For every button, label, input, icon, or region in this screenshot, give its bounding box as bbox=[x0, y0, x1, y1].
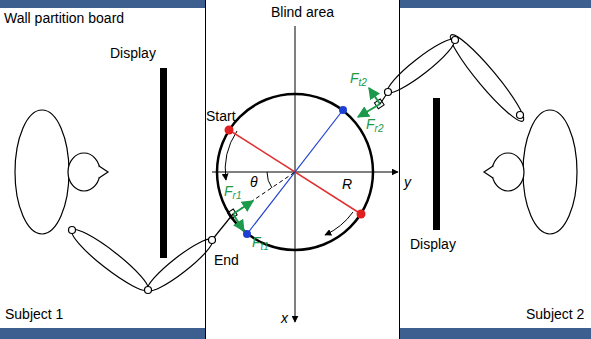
wall-board bbox=[400, 0, 591, 8]
x-axis bbox=[295, 26, 296, 322]
direction-arrow bbox=[325, 212, 353, 235]
hand-dot bbox=[339, 106, 347, 114]
force-label: Ft2 bbox=[350, 70, 367, 86]
display-label: Display bbox=[410, 236, 456, 252]
start-dot bbox=[225, 126, 234, 135]
board-label: Wall partition board bbox=[4, 10, 124, 26]
wall-board bbox=[400, 328, 591, 339]
wall-board bbox=[0, 0, 205, 8]
angle-arc bbox=[267, 172, 272, 188]
start-end-line bbox=[229, 130, 361, 214]
angle-label: θ bbox=[250, 174, 258, 190]
radius-label: R bbox=[342, 176, 352, 192]
force-label: Fr2 bbox=[366, 116, 383, 132]
end-label: End bbox=[214, 252, 239, 268]
subject-label: Subject 1 bbox=[5, 306, 63, 322]
subject-figure bbox=[380, 29, 577, 234]
force-arrow bbox=[233, 201, 253, 214]
axis-label: y bbox=[404, 174, 411, 190]
trajectory-circle bbox=[217, 94, 373, 250]
blind-area: Blind area bbox=[205, 0, 400, 339]
area-title: Blind area bbox=[206, 0, 399, 20]
force-arrow bbox=[358, 104, 380, 117]
axis-label: x bbox=[281, 310, 288, 326]
display-label: Display bbox=[110, 45, 156, 61]
end-dot bbox=[357, 210, 366, 219]
subject-label: Subject 2 bbox=[526, 306, 584, 322]
direction-arrow bbox=[225, 131, 237, 180]
display-bar bbox=[433, 98, 440, 230]
dashed-radius bbox=[233, 172, 295, 214]
subject-figure bbox=[15, 110, 233, 297]
force-arrow bbox=[369, 88, 380, 104]
force-arrow bbox=[233, 214, 244, 231]
force-label: Fr1 bbox=[224, 183, 241, 199]
start-label: Start bbox=[206, 108, 236, 124]
y-axis bbox=[212, 172, 398, 173]
display-bar bbox=[160, 68, 167, 258]
wall-board bbox=[0, 328, 205, 339]
force-label: Ft1 bbox=[252, 234, 269, 250]
hand-dot bbox=[243, 230, 251, 238]
